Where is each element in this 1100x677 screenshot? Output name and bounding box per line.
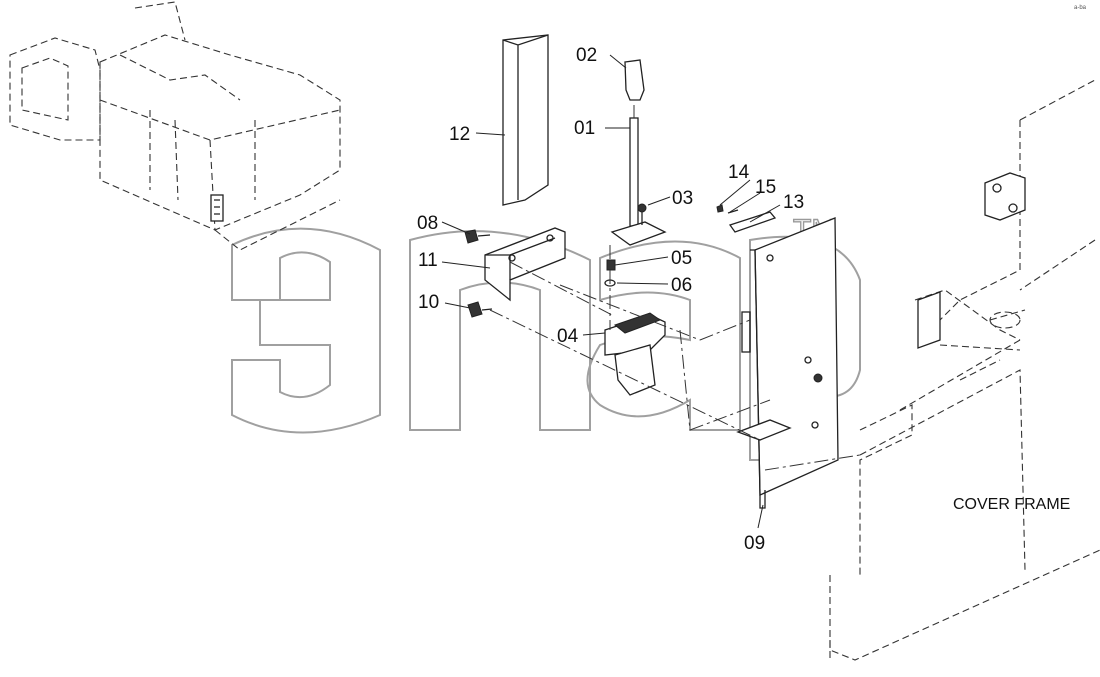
label-15: 15 [755, 177, 776, 198]
cover-frame [829, 79, 1100, 661]
label-14: 14 [728, 162, 750, 183]
part-03-lever-base [610, 203, 667, 246]
label-09: 09 [744, 533, 765, 554]
part-15-clip [727, 209, 739, 214]
label-02: 02 [576, 45, 597, 66]
label-03: 03 [672, 188, 693, 209]
label-10: 10 [418, 292, 439, 313]
excavator-marker-box [210, 194, 224, 222]
leader-lines [441, 54, 781, 529]
part-11-bracket [484, 227, 566, 302]
cover-frame-label: COVER FRAME [953, 496, 1070, 513]
corner-mark: a-ba [1074, 5, 1087, 11]
part-02-knob [624, 59, 645, 101]
part-09-panel [736, 217, 839, 509]
label-08: 08 [417, 213, 438, 234]
part-01-lever-rod [629, 117, 639, 227]
excavator-outline [9, 1, 341, 251]
part-04-switch [604, 312, 666, 396]
part-05-screw [606, 259, 616, 271]
part-13-plate [728, 211, 777, 233]
label-06: 06 [671, 275, 692, 296]
assembly-centerlines [489, 105, 861, 471]
label-05: 05 [671, 248, 692, 269]
label-04: 04 [557, 326, 579, 347]
part-14-pin [716, 204, 724, 213]
label-01: 01 [574, 118, 595, 139]
label-11: 11 [418, 250, 438, 271]
part-12-channel-cover [502, 34, 549, 206]
part-10-bolt [467, 301, 493, 318]
label-12: 12 [449, 124, 470, 145]
label-13: 13 [783, 192, 804, 213]
part-number-labels: 02 01 12 03 14 15 13 08 11 05 06 10 04 0… [417, 45, 804, 554]
